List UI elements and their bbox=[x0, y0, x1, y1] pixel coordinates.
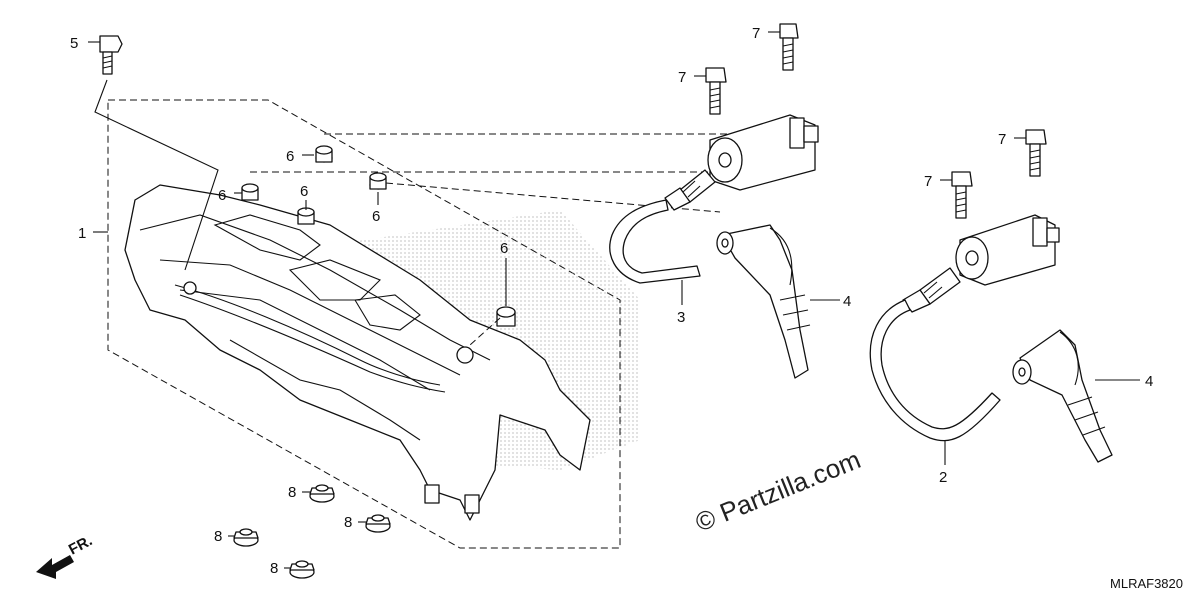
callout-1: 1 bbox=[78, 225, 86, 242]
bolt-7-d bbox=[940, 171, 973, 219]
callout-4-lower: 4 bbox=[1145, 373, 1153, 390]
collar-6-c bbox=[241, 183, 259, 201]
bolt-7-c bbox=[1014, 129, 1047, 177]
nut-8-a bbox=[302, 484, 335, 503]
callout-6-c: 6 bbox=[300, 183, 308, 200]
callout-6-d: 6 bbox=[372, 208, 380, 225]
ignition-coil-lower bbox=[902, 214, 1060, 313]
plug-cap-upper bbox=[716, 224, 840, 379]
callout-7-d: 7 bbox=[924, 173, 932, 190]
callout-7-b: 7 bbox=[678, 69, 686, 86]
callout-8-c: 8 bbox=[214, 528, 222, 545]
watermark: © Partzilla.com bbox=[691, 444, 865, 537]
coil-bracket-part bbox=[124, 184, 640, 521]
callout-8-b: 8 bbox=[344, 514, 352, 531]
callout-5: 5 bbox=[70, 35, 78, 52]
nut-8-d bbox=[284, 560, 315, 579]
front-direction-arrow: FR. bbox=[36, 532, 95, 579]
callout-7-c: 7 bbox=[998, 131, 1006, 148]
callout-7-a: 7 bbox=[752, 25, 760, 42]
nut-8-c bbox=[228, 528, 259, 547]
nut-8-b bbox=[358, 514, 391, 533]
collar-6-e bbox=[496, 306, 516, 327]
callout-6-b: 6 bbox=[218, 187, 226, 204]
plug-cap-lower bbox=[1012, 329, 1140, 463]
direction-label: FR. bbox=[66, 532, 95, 558]
callout-4-upper: 4 bbox=[843, 293, 851, 310]
leader-lines bbox=[93, 154, 507, 306]
callout-2: 2 bbox=[939, 469, 947, 486]
callout-3: 3 bbox=[677, 309, 685, 326]
bolt-7-a bbox=[768, 23, 799, 71]
collar-6-d bbox=[297, 207, 315, 225]
callout-6-a: 6 bbox=[286, 148, 294, 165]
diagram-code: MLRAF3820 bbox=[1110, 576, 1183, 591]
bolt-7-b bbox=[694, 67, 727, 115]
collar-6-b bbox=[369, 172, 387, 190]
callout-8-d: 8 bbox=[270, 560, 278, 577]
ignition-coil-upper bbox=[664, 114, 819, 211]
callout-6-e: 6 bbox=[500, 240, 508, 257]
callout-8-a: 8 bbox=[288, 484, 296, 501]
bolt-5 bbox=[88, 35, 219, 271]
assembly-outline bbox=[107, 99, 621, 549]
high-tension-cord-2 bbox=[869, 299, 1001, 465]
collar-6-a bbox=[315, 145, 333, 163]
high-tension-cord-3 bbox=[609, 199, 701, 305]
